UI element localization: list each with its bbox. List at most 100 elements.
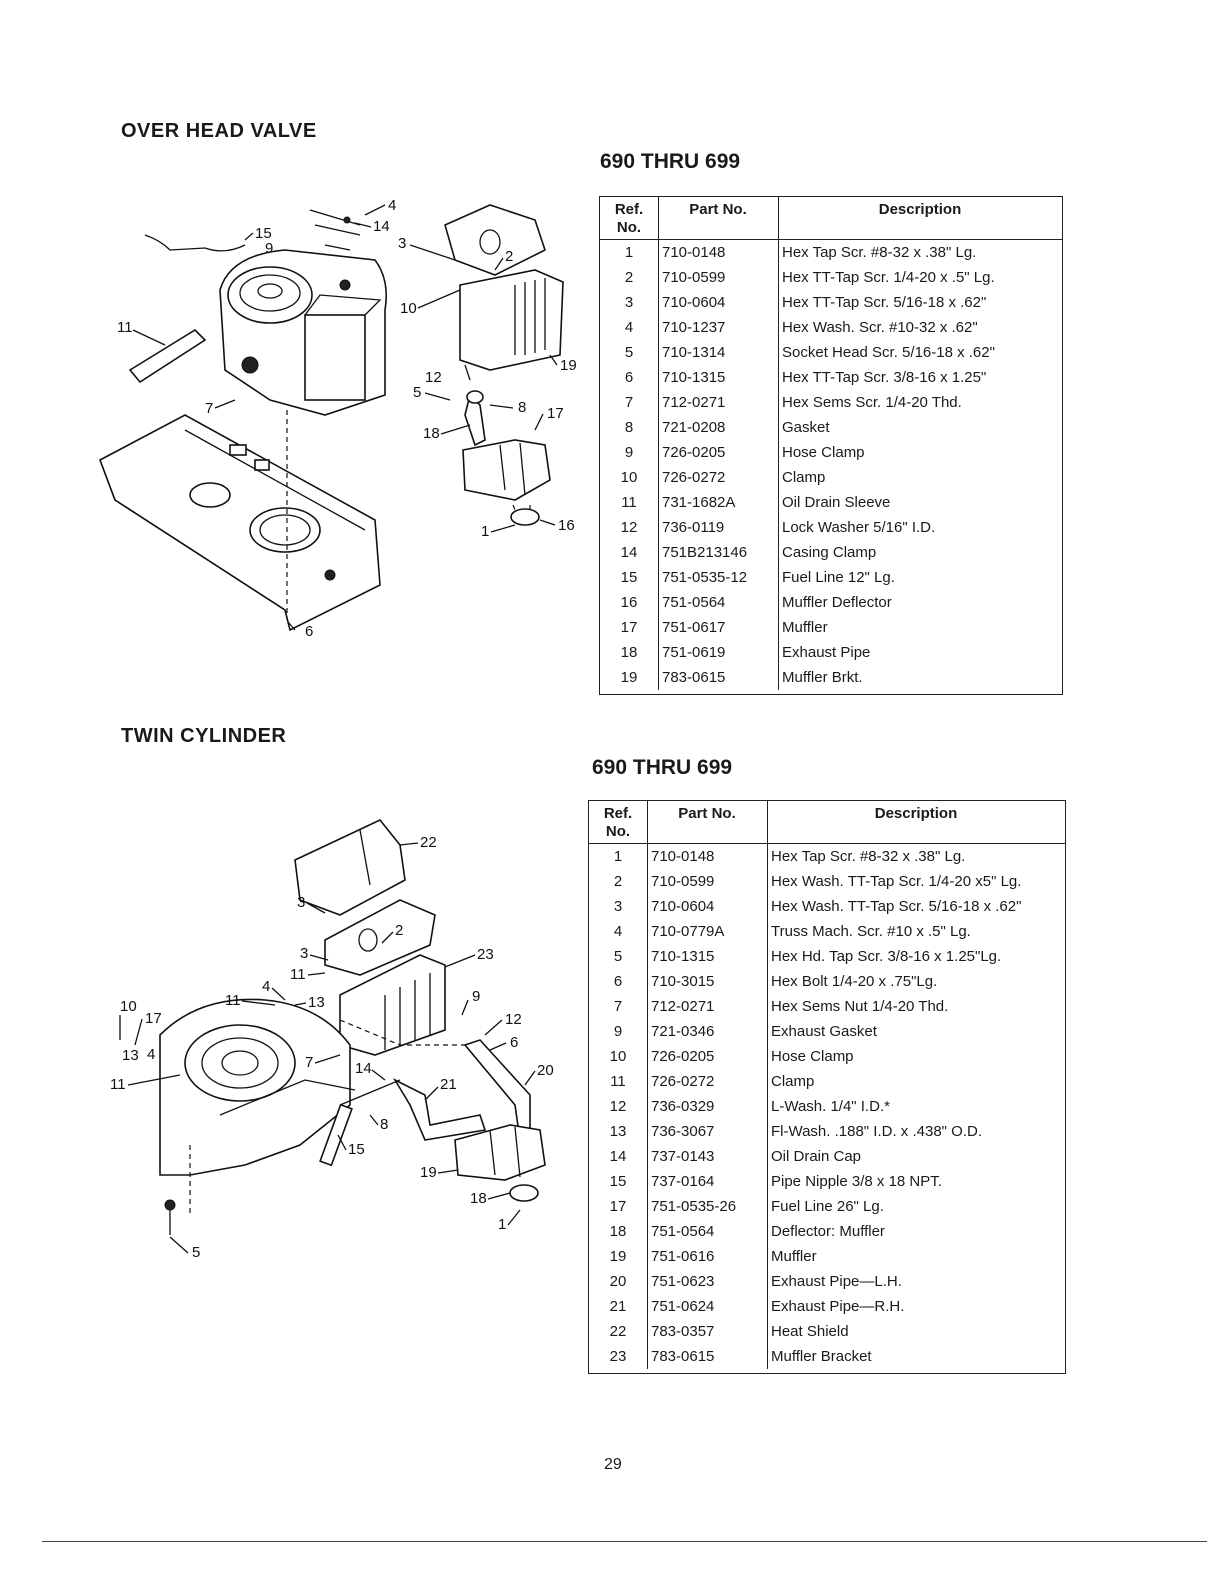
callout: 3 [297, 894, 305, 911]
part-no-cell: 710-0148 [647, 843, 768, 869]
fuel-line [144, 234, 246, 252]
part-no-cell: 710-1237 [658, 315, 779, 340]
part-no-cell: 783-0615 [658, 665, 779, 690]
description-cell: Socket Head Scr. 5/16-18 x .62" [782, 344, 995, 361]
ref-cell: 14 [600, 540, 659, 565]
part-no-cell: 783-0357 [647, 1319, 768, 1344]
callout: 13 [122, 1047, 139, 1064]
ref-cell: 21 [589, 1294, 648, 1319]
callout: 5 [192, 1244, 200, 1261]
ref-cell: 1 [589, 843, 648, 869]
part-no-cell: 721-0208 [658, 415, 779, 440]
callout: 17 [547, 405, 564, 422]
callout: 10 [120, 998, 137, 1015]
part-no-cell: 710-0604 [658, 290, 779, 315]
description-cell: Hex Wash. TT-Tap Scr. 5/16-18 x .62" [771, 898, 1022, 915]
description-cell: Gasket [782, 419, 830, 436]
ref-cell: 19 [589, 1244, 648, 1269]
callout: 20 [537, 1062, 554, 1079]
ref-cell: 10 [600, 465, 659, 490]
ref-cell: 23 [589, 1344, 648, 1369]
section-title-twin: TWIN CYLINDER [121, 725, 287, 747]
part-no-cell: 710-0148 [658, 239, 779, 265]
description-cell: Hex Tap Scr. #8-32 x .38" Lg. [771, 848, 966, 865]
callout: 4 [388, 197, 396, 214]
part-no-cell: 712-0271 [658, 390, 779, 415]
description-cell: Fuel Line 26" Lg. [771, 1198, 884, 1215]
part-no-cell: 710-1315 [658, 365, 779, 390]
description-cell: Deflector: Muffler [771, 1223, 885, 1240]
header-ref: Ref.No. [600, 197, 659, 240]
frame-illustration [99, 414, 381, 632]
description-cell: Muffler [782, 619, 828, 636]
part-no-cell: 737-0143 [647, 1144, 768, 1169]
callout: 1 [481, 523, 489, 540]
section-title-ohv: OVER HEAD VALVE [121, 120, 317, 142]
part-no-cell: 710-0599 [658, 265, 779, 290]
callout: 12 [505, 1011, 522, 1028]
ref-cell: 2 [600, 265, 659, 290]
description-cell: Hex Sems Nut 1/4-20 Thd. [771, 998, 949, 1015]
callout: 19 [560, 357, 577, 374]
callout: 11 [225, 992, 241, 1009]
description-cell: Hex Hd. Tap Scr. 3/8-16 x 1.25"Lg. [771, 948, 1002, 965]
callout: 18 [470, 1190, 487, 1207]
twin-exhaust-illustration [339, 1019, 546, 1202]
callout: 13 [308, 994, 325, 1011]
part-no-cell: 751-0623 [647, 1269, 768, 1294]
ref-cell: 17 [600, 615, 659, 640]
part-no-cell: 710-0599 [647, 869, 768, 894]
callout: 7 [205, 400, 213, 417]
description-cell: Exhaust Pipe—L.H. [771, 1273, 902, 1290]
callout: 2 [395, 922, 403, 939]
part-no-cell: 751B213146 [658, 540, 779, 565]
part-no-cell: 710-0604 [647, 894, 768, 919]
ref-cell: 17 [589, 1194, 648, 1219]
ref-cell: 3 [589, 894, 648, 919]
page-number: 29 [604, 1456, 622, 1473]
part-no-cell: 751-0616 [647, 1244, 768, 1269]
callout: 21 [440, 1076, 457, 1093]
range-title-ohv: 690 THRU 699 [600, 150, 741, 173]
callout: 11 [290, 966, 306, 983]
part-no-cell: 751-0535-12 [658, 565, 779, 590]
oil-drain-sleeve [128, 328, 207, 384]
ref-cell: 5 [600, 340, 659, 365]
ref-cell: 1 [600, 239, 659, 265]
callout: 6 [305, 623, 313, 640]
description-cell: L-Wash. 1/4" I.D.* [771, 1098, 890, 1115]
ref-cell: 4 [600, 315, 659, 340]
part-no-cell: 736-0329 [647, 1094, 768, 1119]
callout: 9 [265, 240, 273, 257]
callout: 6 [510, 1034, 518, 1051]
description-cell: Muffler Bracket [771, 1348, 872, 1365]
description-cell: Lock Washer 5/16" I.D. [782, 519, 936, 536]
part-no-cell: 751-0624 [647, 1294, 768, 1319]
description-cell: Muffler [771, 1248, 817, 1265]
ref-cell: 6 [589, 969, 648, 994]
part-no-cell: 751-0564 [647, 1219, 768, 1244]
description-cell: Hex TT-Tap Scr. 3/8-16 x 1.25" [782, 369, 987, 386]
description-cell: Truss Mach. Scr. #10 x .5" Lg. [771, 923, 971, 940]
description-cell: Pipe Nipple 3/8 x 18 NPT. [771, 1173, 942, 1190]
description-cell: Clamp [771, 1073, 815, 1090]
